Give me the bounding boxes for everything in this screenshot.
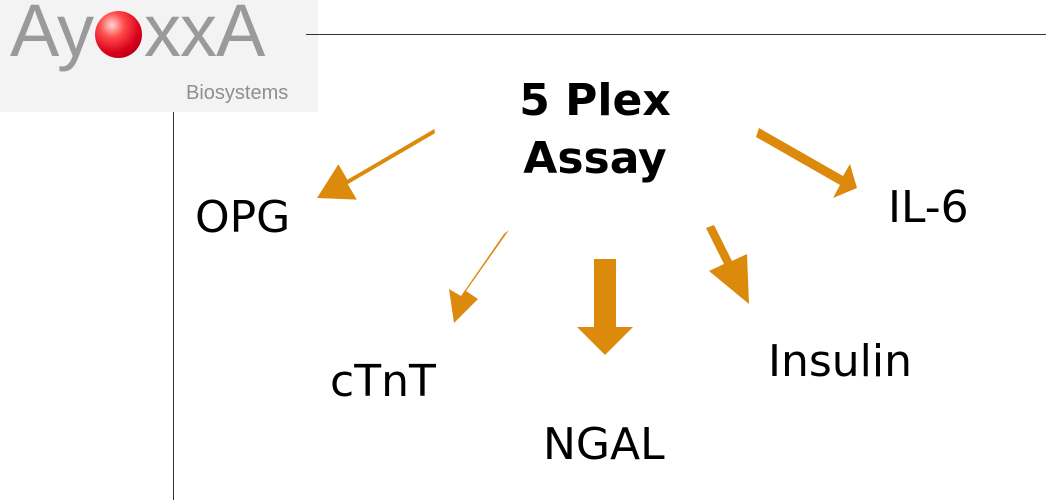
label-opg: OPG <box>195 192 291 243</box>
header-rule <box>306 34 1046 35</box>
arrow-to-insulin <box>706 225 749 304</box>
title-line-1: 5 Plex <box>519 75 671 126</box>
logo-word-start: Ay <box>10 0 94 72</box>
logo-word-end: xxA <box>144 0 265 72</box>
logo-subtitle: Biosystems <box>186 82 289 104</box>
arrow-to-opg <box>317 128 435 200</box>
label-ctnt: cTnT <box>330 356 436 407</box>
arrow-to-ctnt <box>449 230 509 323</box>
arrow-to-il6 <box>756 128 857 198</box>
title-line-2: Assay <box>523 133 667 184</box>
side-rule <box>173 112 174 500</box>
label-ngal: NGAL <box>543 419 665 470</box>
arrow-to-ngal <box>577 259 633 355</box>
label-insulin: Insulin <box>768 336 913 387</box>
label-il6: IL-6 <box>888 182 969 233</box>
logo-red-ball-icon <box>95 11 143 58</box>
diagram-title: 5 Plex Assay <box>470 72 720 188</box>
